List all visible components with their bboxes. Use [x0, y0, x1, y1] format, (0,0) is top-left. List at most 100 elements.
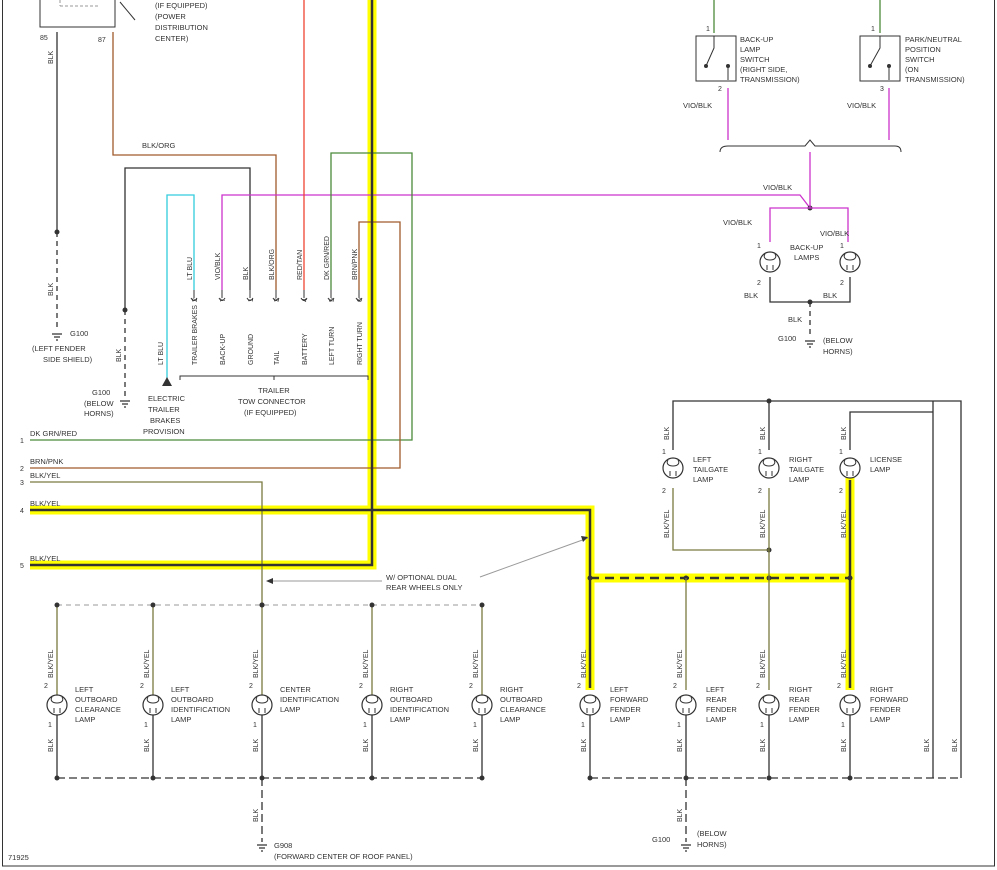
- lamp-upper-wire: BLK/YEL: [48, 649, 55, 678]
- lamp-upper-wire: BLK/YEL: [144, 649, 151, 678]
- tow-pin-number: 4: [302, 298, 309, 302]
- fender-lamp-label: RIGHT: [789, 685, 813, 694]
- roof-lamp-label: OUTBOARD: [75, 695, 118, 704]
- lamp-pin-2: 2: [469, 683, 473, 690]
- lamp-upper-wire: BLK/YEL: [581, 649, 588, 678]
- lamp-pin-1: 1: [760, 722, 764, 729]
- fender-lamp-label: FORWARD: [870, 695, 909, 704]
- g100-bottom-note-2: HORNS): [697, 840, 727, 849]
- tail-pin-1: 1: [662, 449, 666, 456]
- park-switch-label: POSITION: [905, 45, 941, 54]
- relay-power: (POWER: [155, 12, 186, 21]
- lamp-lower-wire: BLK: [48, 738, 55, 752]
- backup-switch-label: BACK-UP: [740, 35, 773, 44]
- fender-lamp-label: LAMP: [706, 715, 726, 724]
- backup-blk-right: BLK: [823, 291, 837, 300]
- lamp-pin-1: 1: [581, 722, 585, 729]
- note-leader: [268, 537, 589, 582]
- lamp-pin-2: 2: [673, 683, 677, 690]
- lamp-pin-2: 2: [756, 683, 760, 690]
- backup-blk-left: BLK: [744, 291, 758, 300]
- note-arrow-right: [581, 536, 588, 542]
- park-switch-label: SWITCH: [905, 55, 935, 64]
- relay-box: [39, 0, 136, 28]
- g100-left-note-2: SIDE SHIELD): [43, 355, 93, 364]
- g100-left-note-1: (LEFT FENDER: [32, 344, 86, 353]
- backup-switch-label: LAMP: [740, 45, 760, 54]
- tail-pin-1: 1: [839, 449, 843, 456]
- roof-lamp-label: LEFT: [171, 685, 190, 694]
- switch-wires: [713, 0, 902, 338]
- backup-switch-label: TRANSMISSION): [740, 75, 800, 84]
- park-switch-pin3: 3: [880, 86, 884, 93]
- blk-label-85-lower: BLK: [48, 282, 55, 296]
- lamp-pin-1: 1: [473, 722, 477, 729]
- backup-ground-note-2: HORNS): [823, 347, 853, 356]
- fender-lamp-label: REAR: [789, 695, 810, 704]
- roof-lamp-label: LAMP: [75, 715, 95, 724]
- park-switch-label: PARK/NEUTRAL: [905, 35, 962, 44]
- right-blk-2: BLK: [952, 738, 959, 752]
- roof-lamp-label: IDENTIFICATION: [280, 695, 339, 704]
- tail-lower-wire: BLK/YEL: [760, 509, 767, 538]
- backup-p2l: 2: [757, 280, 761, 287]
- wires-left: [30, 0, 811, 605]
- tail-pin-1: 1: [758, 449, 762, 456]
- lamp-lower-wire: BLK: [841, 738, 848, 752]
- backup-p2r: 2: [840, 280, 844, 287]
- blk-label-85: BLK: [48, 50, 55, 64]
- lamp-lower-wire: BLK: [144, 738, 151, 752]
- backup-switch-label: SWITCH: [740, 55, 770, 64]
- lamp-pin-1: 1: [677, 722, 681, 729]
- left-wire-label: BLK/YEL: [30, 499, 60, 508]
- backup-p1r: 1: [840, 243, 844, 250]
- tail-upper-wire: BLK: [664, 426, 671, 440]
- park-switch-label: (ON: [905, 65, 919, 74]
- roof-lamp-label: LAMP: [500, 715, 520, 724]
- roof-lamp-icon: [46, 694, 68, 716]
- fender-lamp-icon: [675, 694, 697, 716]
- backup-switch-label: (RIGHT SIDE,: [740, 65, 787, 74]
- left-wire-number: 2: [20, 466, 24, 473]
- lamp-pin-2: 2: [44, 683, 48, 690]
- g908-note: (FORWARD CENTER OF ROOF PANEL): [274, 852, 413, 861]
- left-wire-label: DK GRN/RED: [30, 429, 78, 438]
- roof-lamp-label: RIGHT: [390, 685, 414, 694]
- fender-lamp-label: FORWARD: [610, 695, 649, 704]
- tow-wire-label: RED/TAN: [297, 250, 304, 280]
- g100-mid-name: G100: [92, 388, 110, 397]
- fender-lamp-label: LAMP: [610, 715, 630, 724]
- lamp-upper-wire: BLK/YEL: [677, 649, 684, 678]
- tail-lamp-label: RIGHT: [789, 455, 813, 464]
- g100-mid-wire: BLK: [116, 348, 123, 362]
- tow-wire-label: LT BLU: [187, 257, 194, 280]
- lt-blu-arrow: [162, 377, 172, 386]
- lamp-pin-2: 2: [249, 683, 253, 690]
- brakes-label-3: BRAKES: [150, 416, 180, 425]
- tow-function-label: RIGHT TURN: [357, 322, 364, 365]
- lamp-pin-1: 1: [253, 722, 257, 729]
- fender-lamp-label: FENDER: [610, 705, 641, 714]
- lamp-pin-1: 1: [841, 722, 845, 729]
- tow-wire-label: VIO/BLK: [215, 252, 222, 280]
- lamp-upper-wire: BLK/YEL: [253, 649, 260, 678]
- lamp-upper-wire: BLK/YEL: [473, 649, 480, 678]
- park-switch-label: TRANSMISSION): [905, 75, 965, 84]
- brakes-label-4: PROVISION: [143, 427, 185, 436]
- roof-lamp-icon: [361, 694, 383, 716]
- brakes-label-2: TRAILER: [148, 405, 180, 414]
- fender-lamp-label: FENDER: [789, 705, 820, 714]
- pin-87: 87: [98, 37, 106, 44]
- tow-pin-number: 7: [220, 298, 227, 302]
- roof-lamp-label: IDENTIFICATION: [171, 705, 230, 714]
- lamp-pin-2: 2: [577, 683, 581, 690]
- lamp-pin-1: 1: [363, 722, 367, 729]
- backup-blk-down: BLK: [788, 315, 802, 324]
- fender-lamp-label: FENDER: [706, 705, 737, 714]
- g100-left-name: G100: [70, 329, 88, 338]
- relay-if-equipped: (IF EQUIPPED): [155, 1, 208, 10]
- tail-lower-wire: BLK/YEL: [841, 509, 848, 538]
